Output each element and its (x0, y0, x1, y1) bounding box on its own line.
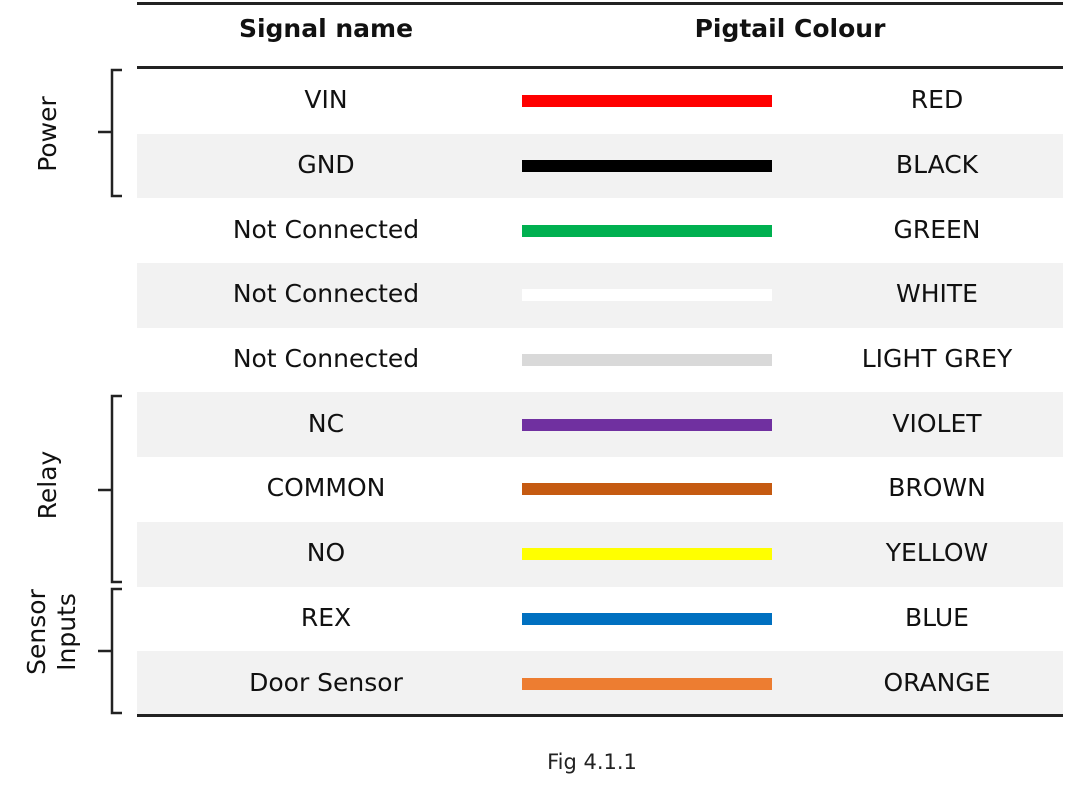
table-row: Not Connected WHITE (137, 263, 1063, 328)
signal-name: Not Connected (232, 214, 420, 244)
table-row: NC VIOLET (137, 392, 1063, 458)
pigtail-colour: RED (910, 85, 964, 115)
signal-name: REX (300, 602, 352, 632)
wire-colour-swatch (522, 289, 772, 302)
table-top-rule (137, 2, 1063, 5)
header-pigtail-colour: Pigtail Colour (694, 14, 886, 43)
figure-caption: Fig 4.1.1 (547, 750, 637, 774)
signal-name: Door Sensor (249, 667, 403, 697)
wire-colour-swatch (522, 354, 772, 367)
pigtail-colour: WHITE (896, 279, 978, 309)
table-row: Not Connected LIGHT GREY (137, 328, 1063, 393)
signal-name: VIN (304, 85, 348, 115)
signal-name: GND (297, 150, 355, 180)
power-bracket (98, 68, 122, 198)
pigtail-colour: VIOLET (892, 408, 982, 438)
table-row: REX BLUE (137, 587, 1063, 652)
pigtail-colour: LIGHT GREY (861, 344, 1013, 374)
group-label-sensor-inputs: Sensor Inputs (22, 589, 82, 675)
wire-colour-swatch (522, 418, 772, 431)
pigtail-colour: ORANGE (883, 667, 991, 697)
table-row: Door Sensor ORANGE (137, 651, 1063, 716)
signal-name: Not Connected (232, 279, 420, 309)
relay-bracket (98, 394, 122, 584)
table-row: VIN RED (137, 69, 1063, 134)
signal-name: COMMON (266, 473, 386, 503)
pigtail-colour: GREEN (893, 214, 981, 244)
table-row: COMMON BROWN (137, 457, 1063, 522)
pigtail-colour: BLUE (905, 602, 969, 632)
wire-colour-swatch (522, 95, 772, 108)
wire-colour-swatch (522, 548, 772, 561)
header-bottom-rule (137, 66, 1063, 69)
wire-colour-swatch (522, 483, 772, 496)
signal-name: Not Connected (232, 344, 420, 374)
signal-name: NC (307, 408, 345, 438)
group-label-relay: Relay (33, 450, 62, 520)
table-row: GND BLACK (137, 133, 1063, 199)
wire-colour-swatch (522, 612, 772, 625)
wire-colour-swatch (522, 224, 772, 237)
table-row: NO YELLOW (137, 521, 1063, 587)
table-bottom-rule (137, 714, 1063, 717)
wire-colour-swatch (522, 677, 772, 690)
table-row: Not Connected GREEN (137, 198, 1063, 263)
pigtail-colour: BLACK (895, 150, 979, 180)
group-label-sensor-line2: Inputs (52, 593, 81, 671)
header-signal-name: Signal name (238, 14, 414, 43)
pigtail-colour: YELLOW (885, 538, 989, 568)
group-label-sensor-line1: Sensor (22, 589, 51, 675)
wire-colour-swatch (522, 160, 772, 173)
sensor-inputs-bracket (98, 587, 122, 715)
pigtail-colour: BROWN (888, 473, 986, 503)
signal-name: NO (306, 538, 346, 568)
group-label-power: Power (33, 96, 62, 172)
